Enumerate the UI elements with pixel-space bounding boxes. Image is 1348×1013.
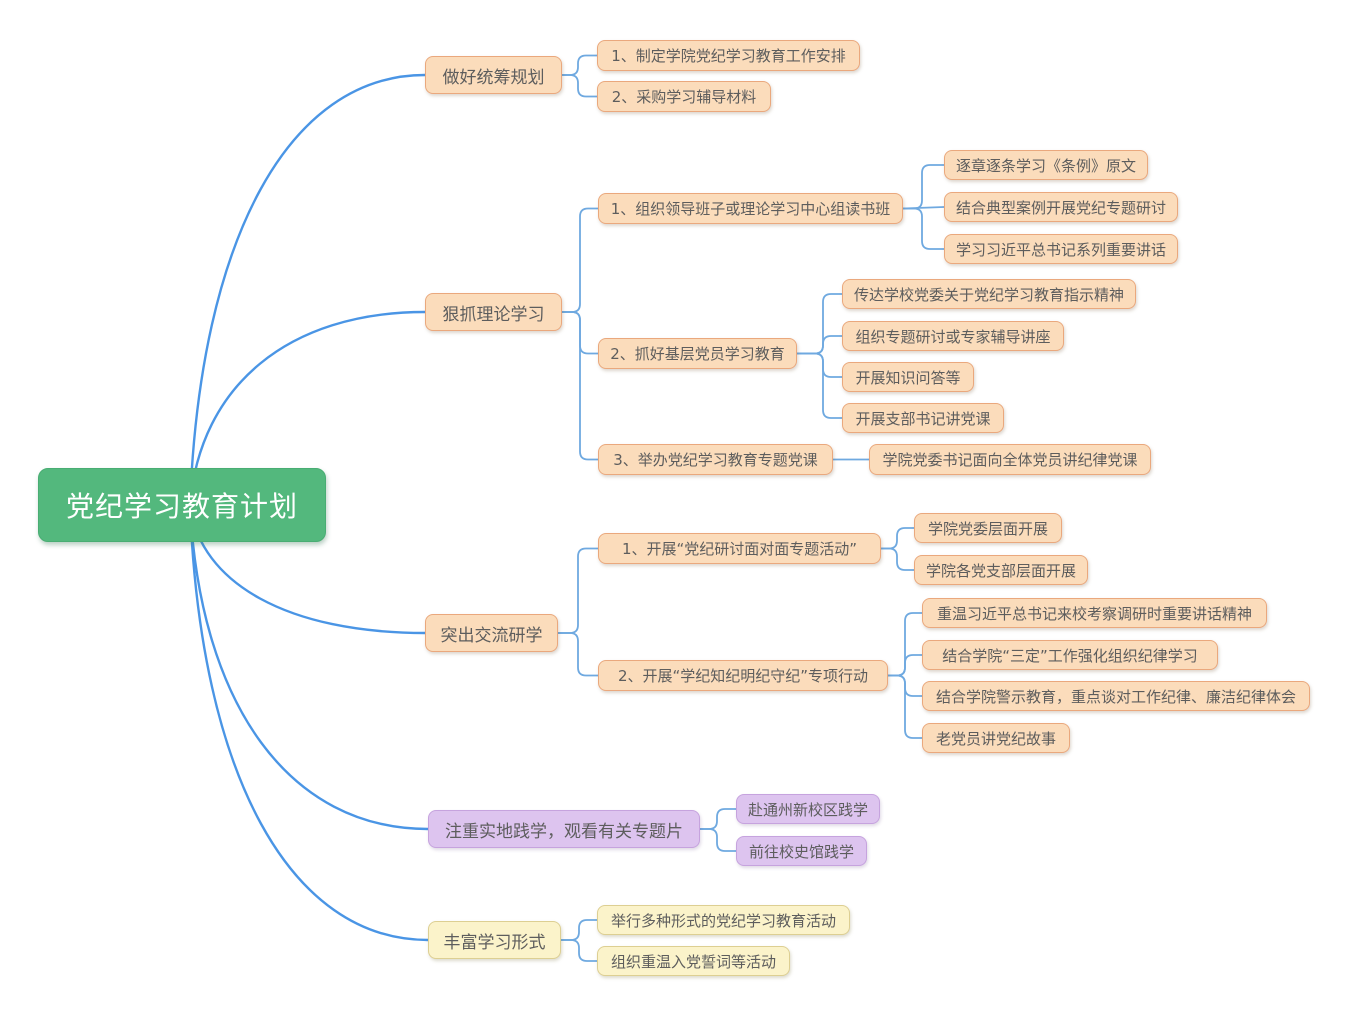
node-grassroots-education[interactable]: 2、抓好基层党员学习教育: [598, 338, 797, 369]
node-face-to-face-activity[interactable]: 1、开展“党纪研讨面对面专题活动”: [598, 533, 881, 564]
node-branch-theory-study[interactable]: 狠抓理论学习: [425, 293, 562, 331]
connector-root-branch5: [188, 503, 430, 942]
node-planning-arrangement[interactable]: 1、制定学院党纪学习教育工作安排: [597, 40, 860, 71]
node-branch-planning[interactable]: 做好统筹规划: [425, 56, 562, 94]
connector: [880, 547, 915, 571]
connector: [699, 808, 737, 830]
node-warning-education[interactable]: 结合学院警示教育，重点谈对工作纪律、廉洁纪律体会: [922, 681, 1310, 711]
node-expert-lectures[interactable]: 组织专题研讨或专家辅导讲座: [842, 321, 1064, 351]
node-party-branch-level[interactable]: 学院各党支部层面开展: [914, 555, 1088, 585]
connector: [796, 352, 843, 419]
node-planning-materials[interactable]: 2、采购学习辅导材料: [597, 81, 771, 112]
node-case-seminar[interactable]: 结合典型案例开展党纪专题研讨: [944, 192, 1178, 222]
node-branch-exchange-study[interactable]: 突出交流研学: [425, 614, 558, 652]
connector-root-branch2: [188, 310, 427, 507]
connector: [560, 919, 598, 941]
connector: [796, 335, 843, 355]
connector: [561, 311, 599, 461]
node-history-museum-visit[interactable]: 前往校史馆践学: [736, 836, 867, 866]
node-convey-instructions[interactable]: 传达学校党委关于党纪学习教育指示精神: [842, 279, 1136, 309]
connector: [560, 939, 598, 962]
node-sanding-work[interactable]: 结合学院“三定”工作强化组织纪律学习: [922, 640, 1218, 670]
connector: [561, 54, 598, 76]
node-various-activities[interactable]: 举行多种形式的党纪学习教育活动: [597, 905, 850, 935]
connector: [557, 632, 599, 677]
connector: [561, 74, 598, 98]
node-reading-class[interactable]: 1、组织领导班子或理论学习中心组读书班: [598, 193, 903, 224]
node-secretary-lecture[interactable]: 开展支部书记讲党课: [842, 403, 1004, 433]
connector: [880, 527, 915, 550]
node-knowledge-quiz[interactable]: 开展知识问答等: [842, 362, 974, 392]
node-branch-field-study[interactable]: 注重实地践学，观看有关专题片: [428, 810, 700, 848]
node-committee-level[interactable]: 学院党委层面开展: [914, 513, 1062, 543]
connector: [902, 207, 945, 250]
node-branch-learning-forms[interactable]: 丰富学习形式: [428, 921, 561, 959]
node-tongzhou-campus-visit[interactable]: 赴通州新校区践学: [736, 794, 880, 824]
node-discipline-special-action[interactable]: 2、开展“学纪知纪明纪守纪”专项行动: [598, 660, 888, 691]
node-oath-retake[interactable]: 组织重温入党誓词等活动: [597, 946, 790, 976]
node-root[interactable]: 党纪学习教育计划: [38, 468, 326, 542]
node-special-party-lecture[interactable]: 3、举办党纪学习教育专题党课: [598, 444, 833, 475]
connector: [796, 293, 843, 355]
node-revisit-speech-spirit[interactable]: 重温习近平总书记来校考察调研时重要讲话精神: [922, 598, 1267, 628]
node-veteran-stories[interactable]: 老党员讲党纪故事: [922, 723, 1070, 753]
connector: [887, 674, 923, 739]
node-study-regulations-text[interactable]: 逐章逐条学习《条例》原文: [944, 150, 1148, 180]
node-study-speeches[interactable]: 学习习近平总书记系列重要讲话: [944, 234, 1178, 264]
connector: [902, 164, 945, 210]
connector: [557, 547, 599, 634]
connector-root-branch4: [188, 503, 430, 831]
connector: [561, 207, 599, 313]
connector: [699, 828, 737, 852]
connector-root-branch1: [188, 73, 427, 507]
connector: [796, 352, 843, 378]
node-committee-secretary-lecture[interactable]: 学院党委书记面向全体党员讲纪律党课: [869, 444, 1151, 475]
